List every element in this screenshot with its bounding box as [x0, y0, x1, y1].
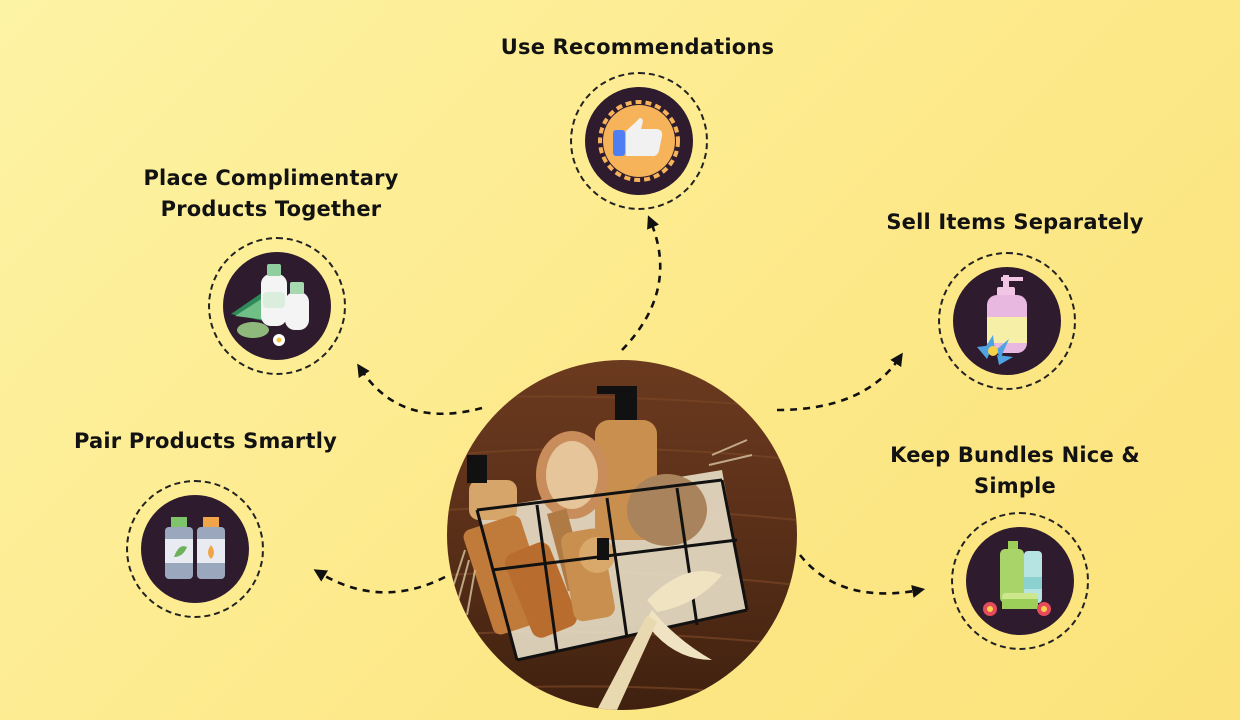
pump-bottle-icon	[953, 267, 1061, 375]
step-label-line: Keep Bundles Nice &	[890, 443, 1140, 467]
toiletries-icon	[223, 252, 331, 360]
step-label-line: Simple	[974, 474, 1056, 498]
ring-pair-smartly	[126, 480, 264, 618]
paired-bottles-icon	[141, 495, 249, 603]
ring-sell-separately	[938, 252, 1076, 390]
arrow-to-recommendations	[621, 215, 662, 351]
arrow-to-sell-separately	[776, 352, 903, 412]
step-label-use-recommendations: Use Recommendations	[500, 35, 775, 59]
arrow-to-pair-smartly	[313, 569, 446, 594]
gift-basket-photo	[447, 360, 797, 710]
ring-use-recommendations	[570, 72, 708, 210]
step-label-place-complimentary: Place Complimentary Products Together	[110, 163, 432, 225]
ring-keep-bundles	[951, 512, 1089, 650]
step-label-line: Place Complimentary	[143, 166, 399, 190]
step-label-line: Products Together	[160, 197, 382, 221]
step-label-pair-smartly: Pair Products Smartly	[74, 429, 337, 453]
thumbs-up-icon	[585, 87, 693, 195]
cosmetics-bundle-icon	[966, 527, 1074, 635]
arrow-to-complimentary	[357, 363, 483, 415]
step-label-keep-bundles: Keep Bundles Nice & Simple	[870, 440, 1160, 502]
ring-place-complimentary	[208, 237, 346, 375]
arrow-to-keep-bundles	[798, 554, 926, 598]
step-label-sell-separately: Sell Items Separately	[886, 210, 1144, 234]
